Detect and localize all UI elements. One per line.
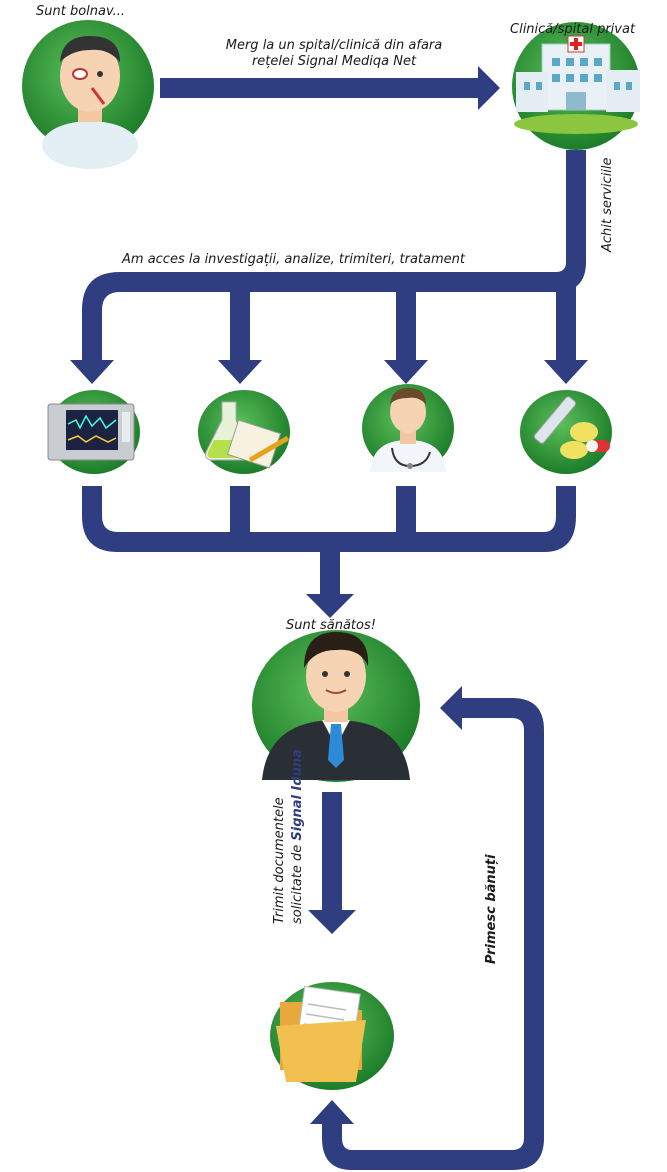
hospital-building-icon (512, 22, 640, 150)
arrowhead-2 (218, 360, 262, 384)
go-to-clinic-line2: rețelei Signal Mediqa Net (251, 54, 417, 69)
return-arrowhead-folder (310, 1100, 354, 1124)
signal-iduna-brand: Signal Iduna (290, 749, 305, 841)
go-to-clinic-line1: Merg la un spital/clinică din afara (225, 38, 443, 53)
send-docs-line1: Trimit documentele (272, 797, 287, 924)
return-arrowhead-up (440, 686, 462, 730)
send-docs-prefix: solicitate de (290, 840, 305, 924)
pay-services-label: Achit serviciile (600, 157, 615, 252)
healthy-label: Sunt sănătos! (286, 618, 376, 633)
documents-folder-icon (270, 982, 394, 1090)
receive-money-label: Primesc bănuți (484, 854, 499, 964)
clinic-label: Clinică/spital privat (510, 22, 636, 37)
go-to-clinic-label: Merg la un spital/clinică din afara rețe… (188, 38, 480, 70)
arrow-to-folder-head (308, 910, 356, 934)
merge-stem-2 (230, 486, 250, 542)
arrow-to-clinic (160, 66, 500, 110)
arrows (70, 66, 588, 1170)
branch-stem-4 (556, 282, 576, 364)
pills-syringe-icon (520, 390, 612, 474)
send-docs-line2: solicitate de Signal Iduna (290, 749, 306, 924)
sick-patient-label: Sunt bolnav... (36, 4, 126, 19)
branch-stem-3 (396, 282, 416, 364)
arrow-to-healthy-head (306, 594, 354, 618)
lab-analysis-icon (198, 390, 290, 474)
healthy-businessman-icon (252, 630, 420, 782)
sick-patient-icon (22, 20, 154, 169)
arrow-to-healthy-stem (320, 548, 340, 596)
branch-stem-2 (230, 282, 250, 364)
arrowhead-4 (544, 360, 588, 384)
doctor-icon (362, 384, 454, 472)
merge-bus (82, 486, 576, 552)
arrowhead-3 (384, 360, 428, 384)
arrow-to-folder-stem (322, 792, 342, 914)
arrowhead-1 (70, 360, 114, 384)
merge-stem-3 (396, 486, 416, 542)
medical-monitor-icon (47, 390, 140, 474)
access-label: Am acces la investigații, analize, trimi… (122, 252, 465, 267)
